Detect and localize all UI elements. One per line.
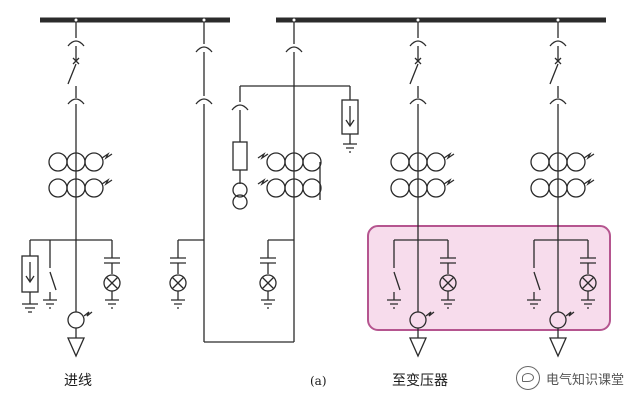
disconnect-contact-icon: [409, 98, 427, 105]
branch-to-transformer-2: [527, 22, 597, 358]
disconnect-contact-icon: [409, 40, 427, 47]
breaker-blade: [549, 63, 559, 85]
disconnect-contact-icon: [549, 40, 567, 47]
potential-transformer-icon: [232, 182, 248, 198]
disconnect-contact-icon: [67, 40, 85, 47]
label-to-transformer: 至变压器: [392, 373, 448, 389]
ground-icon: [171, 299, 185, 309]
capacitor-icon: [104, 257, 120, 264]
ground-icon: [43, 299, 57, 309]
cable-head-icon: [66, 337, 86, 358]
ground-icon: [261, 299, 275, 309]
disconnect-contact-icon: [195, 98, 213, 105]
watermark-text: 电气知识课堂: [545, 372, 624, 388]
watermark: 电气知识课堂: [515, 366, 624, 390]
capacitor-icon: [170, 257, 186, 264]
capacitor-icon: [260, 257, 276, 264]
branch-incoming: [21, 22, 121, 358]
disconnect-contact-icon: [67, 98, 85, 105]
disconnect-contact-icon: [285, 46, 303, 53]
highlight-box: [367, 225, 611, 331]
current-transformer-group: [390, 152, 455, 198]
current-transformer-group: [530, 152, 595, 198]
disconnect-contact-icon: [549, 98, 567, 105]
ground-icon: [387, 299, 401, 309]
branch-voltage-transformer: [231, 22, 359, 342]
ground-icon: [441, 299, 455, 309]
cable-head-icon: [408, 337, 428, 358]
breaker-blade: [409, 63, 419, 85]
ground-icon: [527, 299, 541, 309]
current-transformer-group: [257, 152, 322, 200]
branch-to-transformer-1: [387, 22, 457, 358]
ground-icon: [105, 299, 119, 309]
fuse-icon: [232, 141, 248, 171]
current-transformer-group: [48, 152, 113, 198]
figure-label: (a): [310, 374, 327, 388]
label-incoming: 进线: [64, 373, 92, 389]
ground-icon: [581, 299, 595, 309]
ground-icon: [343, 143, 357, 153]
branch-bus-coupler: [169, 22, 294, 343]
breaker-blade: [67, 63, 77, 85]
ground-icon: [22, 303, 38, 313]
disconnect-contact-icon: [231, 104, 249, 111]
cable-head-icon: [548, 337, 568, 358]
disconnect-contact-icon: [195, 46, 213, 53]
wechat-icon: [515, 366, 540, 390]
